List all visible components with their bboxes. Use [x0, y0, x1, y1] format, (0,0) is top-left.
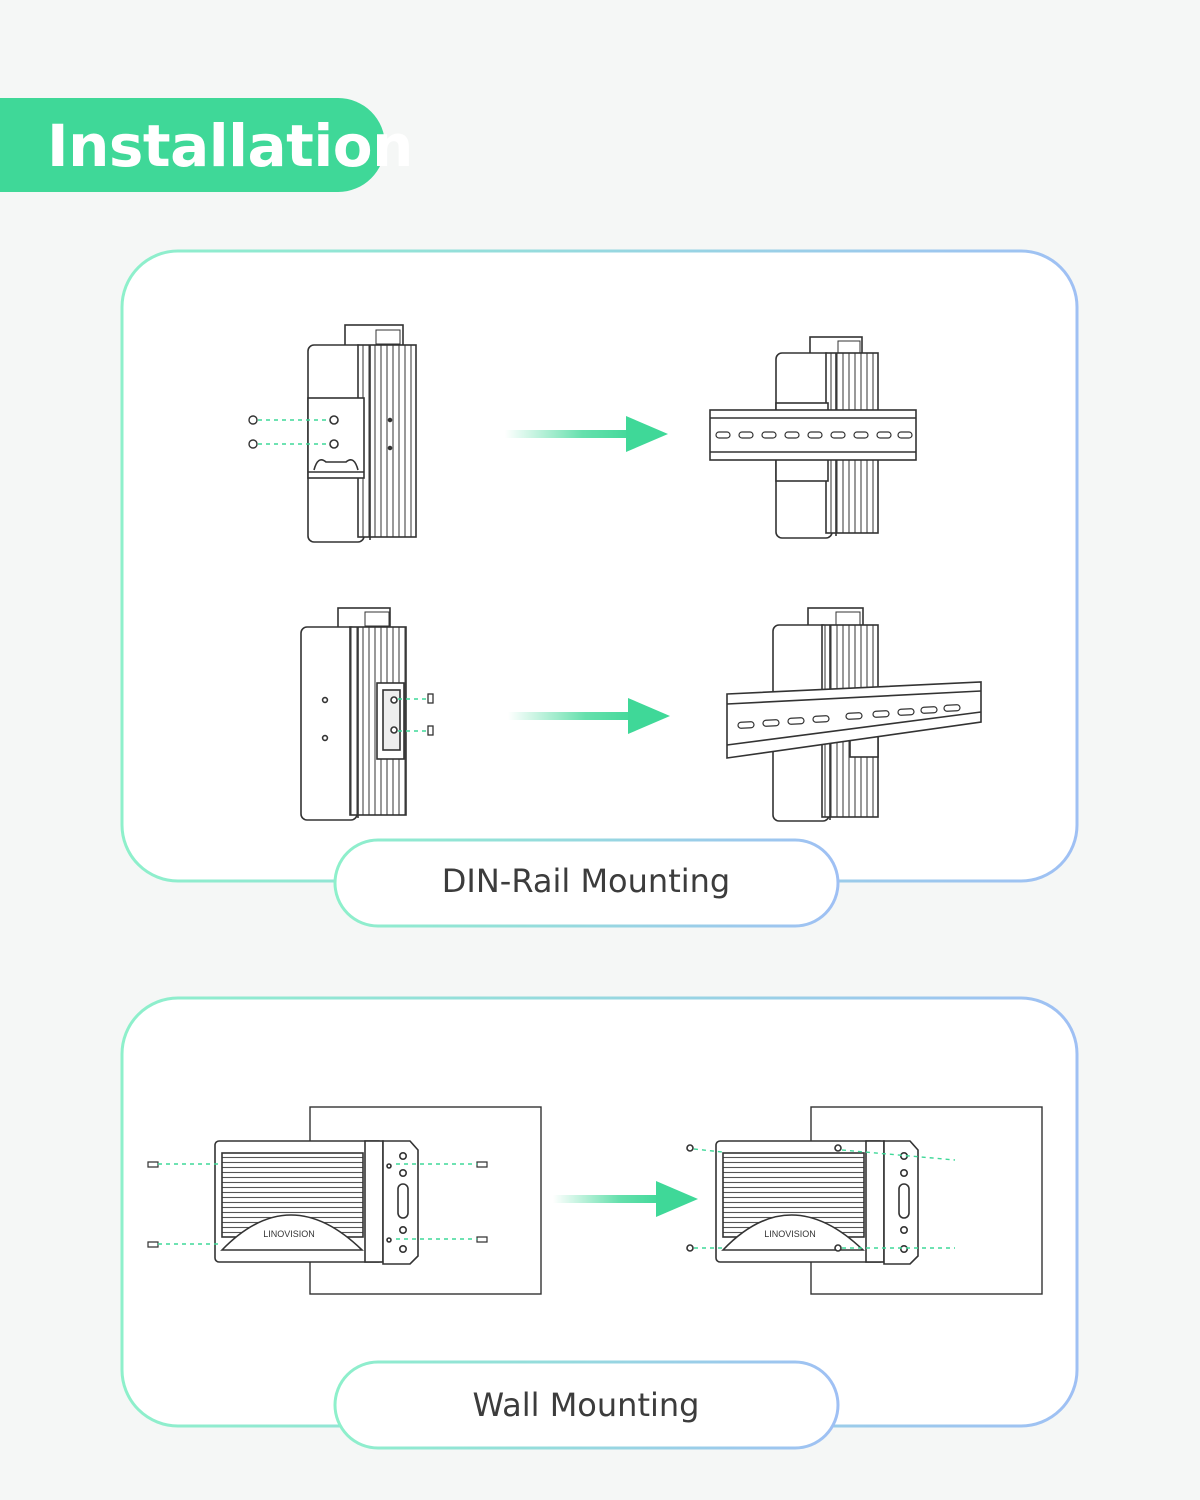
arrow-icon — [553, 1181, 698, 1217]
guide-lines — [258, 419, 330, 445]
guide-lines — [158, 1163, 477, 1245]
wall-card: LINOVISION — [120, 996, 1079, 1428]
guide-lines — [693, 1148, 956, 1249]
arrow-icon — [508, 698, 670, 734]
device-side-view-2 — [300, 607, 407, 821]
din-rail-angled — [726, 681, 982, 759]
brand-logo: LINOVISION — [764, 1229, 816, 1239]
device-wall-view-1 — [214, 1140, 419, 1265]
din-rail-label-pill — [333, 838, 840, 928]
wall-label-pill — [333, 1360, 840, 1450]
screw-icon — [427, 693, 434, 736]
brand-logo: LINOVISION — [263, 1229, 315, 1239]
din-rail-label: DIN-Rail Mounting — [441, 862, 731, 900]
screw-icon — [248, 415, 258, 449]
device-wall-view-2 — [686, 1140, 919, 1265]
wall-mounting-label: Wall Mounting — [472, 1386, 700, 1424]
page-title: Installation — [47, 112, 413, 180]
installation-header: Installation — [0, 98, 413, 192]
screw-icon — [147, 1161, 488, 1248]
arrow-icon — [505, 416, 668, 452]
device-side-view-1 — [307, 324, 417, 543]
din-rail-straight — [709, 409, 917, 461]
guide-lines — [398, 698, 428, 732]
din-rail-card — [120, 249, 1079, 883]
